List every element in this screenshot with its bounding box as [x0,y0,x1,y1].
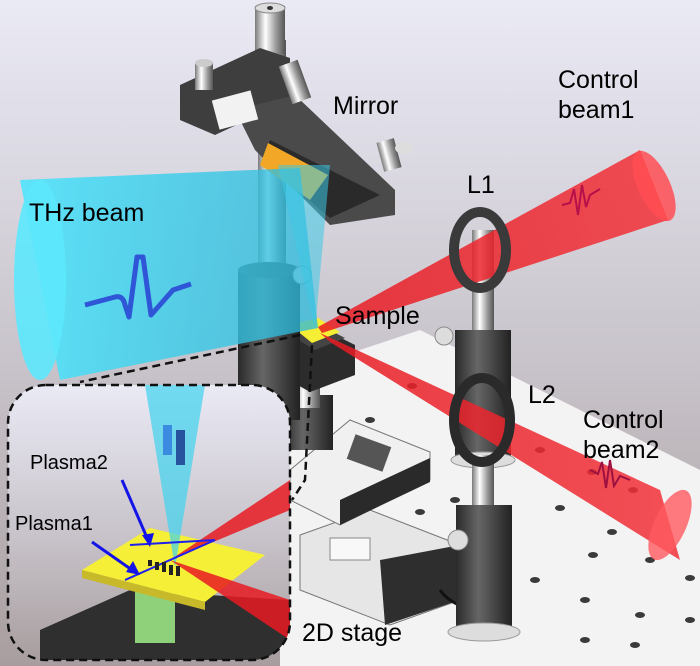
zoom-connector [79,333,314,501]
stage-window [329,537,371,561]
stage-label: 2D stage [302,619,403,647]
plasma1-arrow [91,540,133,572]
plasma2-arrow [120,479,150,541]
control-beam1-label: Control beam1 [558,65,639,125]
control-beam1-label-line1: Control [558,66,639,94]
mirror-label: Mirror [333,92,399,120]
l2-rod [472,455,494,515]
thz-beam-label: THz beam [29,199,145,227]
thz-focused-beam [278,165,330,330]
l2-label: L2 [528,381,556,409]
control-beam2-label: Control beam2 [583,405,664,465]
lens-l2 [449,373,515,467]
inset-control-beam2 [170,560,290,640]
pulse-icon-beam1 [561,184,601,216]
sample-label: Sample [335,302,420,330]
thz-pulse-icon [84,254,192,320]
stage-motor [380,545,460,625]
lens-l1 [449,207,511,293]
thz-beam-cone [20,168,318,380]
l2-post [456,505,512,630]
inset-panel [6,383,292,662]
control-beam1-label-line2: beam1 [558,96,635,124]
inset-thz-beam [145,385,205,568]
l1-label: L1 [467,171,495,199]
mirror-top-rod [255,6,285,54]
plasma1-label: Plasma1 [15,513,93,535]
pulse-icon-beam2 [589,459,631,489]
control-beam2-label-line1: Control [583,406,664,434]
control-beam2-label-line2: beam2 [583,436,660,464]
plasma2-label: Plasma2 [30,452,108,474]
mirror-clamp [180,48,290,135]
